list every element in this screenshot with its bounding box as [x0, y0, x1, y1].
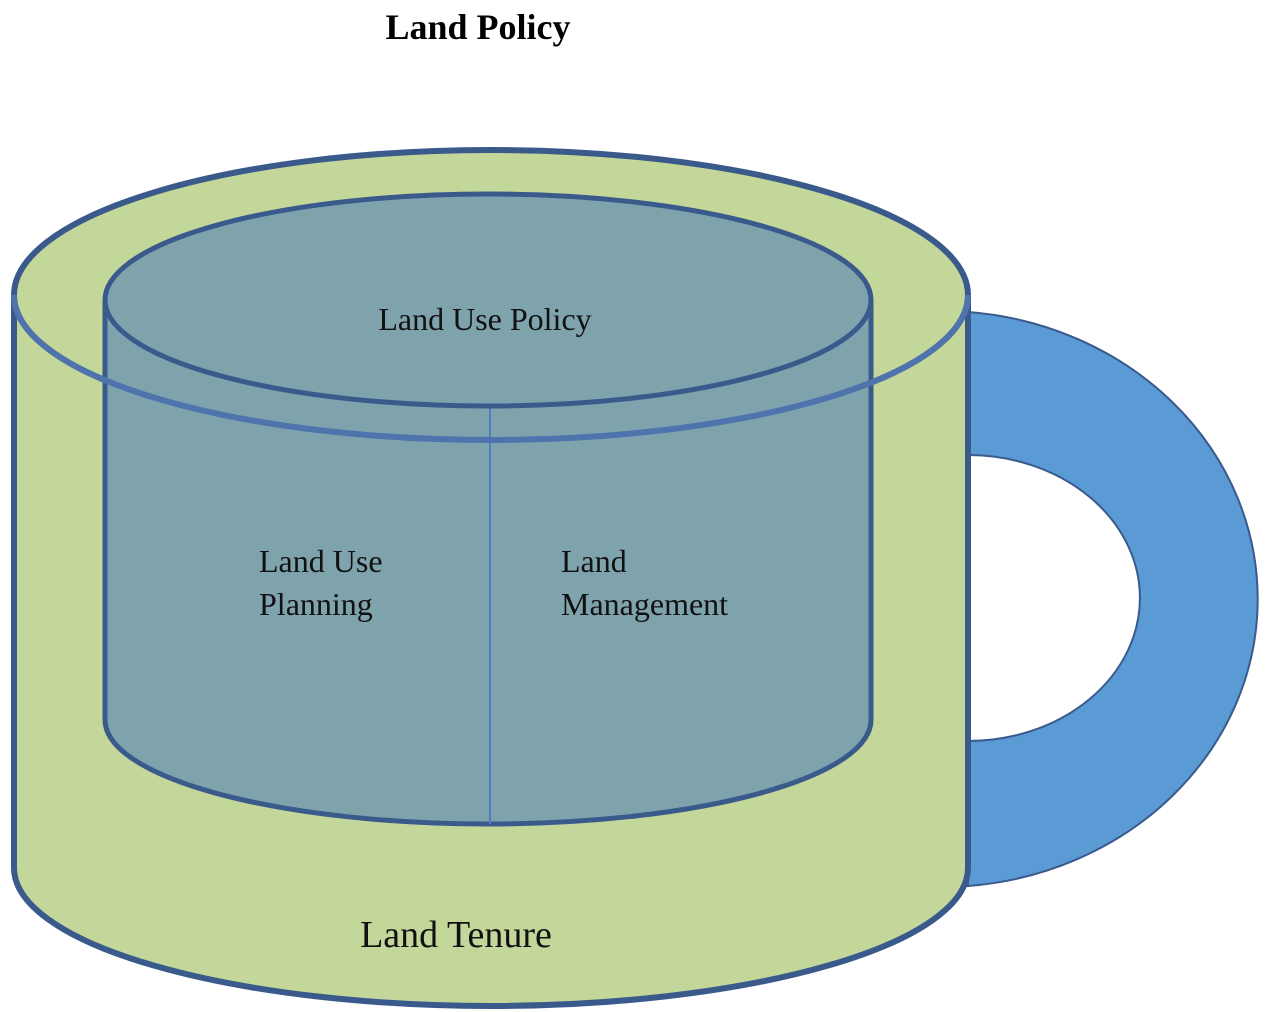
land-use-planning-line-1: Land Use: [259, 543, 383, 579]
inner-cylinder-top: [102, 191, 874, 409]
land-management-line-1: Land: [561, 543, 627, 579]
outer-cup-front-rim: [11, 294, 971, 443]
land-use-policy-label: Land Use Policy: [378, 301, 592, 337]
mug-handle: [967, 310, 1259, 888]
land-use-planning-label: Land Use Planning: [259, 540, 479, 626]
diagram-title: Land Policy: [385, 7, 571, 47]
land-use-planning-line-2: Planning: [259, 586, 373, 622]
land-management-label: Land Management: [561, 540, 821, 626]
land-tenure-label: Land Tenure: [360, 914, 552, 956]
land-management-line-2: Management: [561, 586, 729, 622]
